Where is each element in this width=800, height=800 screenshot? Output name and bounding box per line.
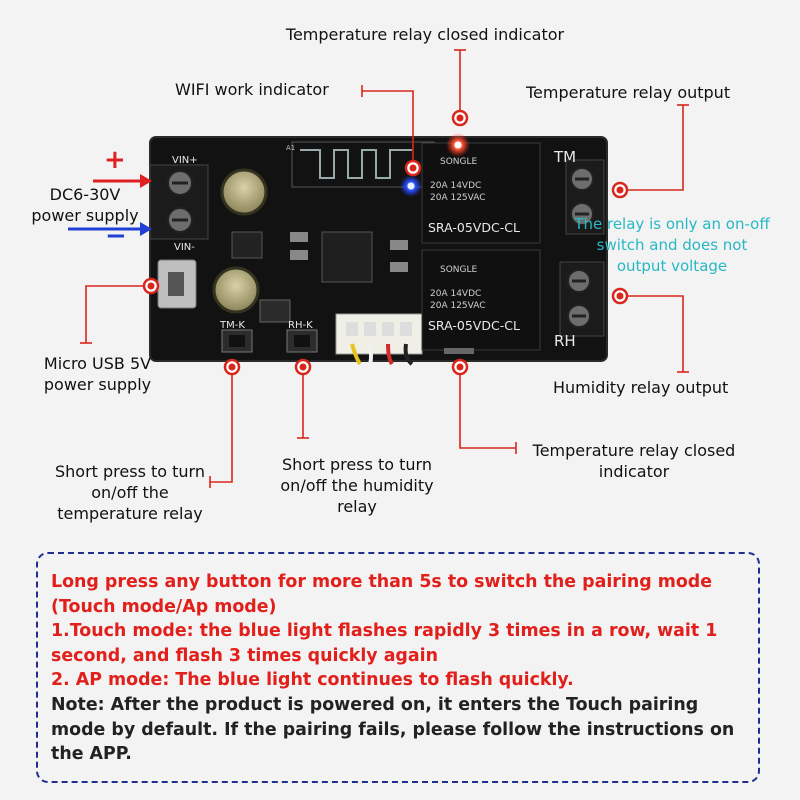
polarity-arrows [68,174,152,236]
label-dc-power: DC6-30V power supply [31,185,139,225]
silk-tm-k: TM-K [219,320,245,331]
rh-k-button [286,329,318,353]
relay-bottom-model: SRA-05VDC-CL [428,318,520,333]
minus-sign: − [105,221,127,251]
label-temp-relay-closed-bottom: Temperature relay closed indicator [532,441,736,481]
silk-a1: A1 [286,144,295,152]
note-line-3: 2. AP mode: The blue light continues to … [51,670,574,691]
wifi-led [407,182,415,190]
silk-tm: TM [553,148,576,166]
sensor-connector [335,313,423,366]
silk-vin-minus: VIN- [174,242,195,253]
relay-top-rating2: 20A 125VAC [430,193,486,203]
relay-top-rating1: 20A 14VDC [430,181,481,191]
capacitor-top [220,168,268,216]
capacitor-bottom [212,266,260,314]
temp-relay-led [454,141,462,149]
silk-vin-plus: VIN+ [172,155,198,166]
vin-terminal [149,164,209,240]
ic-chip [321,231,373,283]
relay-bottom-rating2: 20A 125VAC [430,301,486,311]
callout-lines [80,49,689,488]
relay-temperature: SONGLE 20A 14VDC 20A 125VAC SRA-05VDC-CL [421,142,541,244]
tm-k-button [221,329,253,353]
label-temp-relay-output: Temperature relay output [526,83,731,102]
relay-note: The relay is only an on-off switch and d… [574,215,770,275]
note-line-4: Note: After the product is powered on, i… [51,694,735,765]
note-line-2: 1.Touch mode: the blue light flashes rap… [51,621,718,666]
label-micro-usb: Micro USB 5V power supply [43,354,152,394]
plus-sign: + [104,145,126,175]
relay-humidity: SONGLE 20A 14VDC 20A 125VAC SRA-05VDC-CL [421,249,541,351]
instructions-box: Long press any button for more than 5s t… [36,552,760,783]
label-temp-relay-closed-top: Temperature relay closed indicator [285,25,565,44]
relay-bottom-brand: SONGLE [440,265,478,275]
callout-dots [142,109,629,376]
label-rh-button: Short press to turn on/off the humidity … [280,455,434,516]
label-humidity-relay-output: Humidity relay output [553,378,729,397]
relay-bottom-rating1: 20A 14VDC [430,289,481,299]
rh-output-terminal [559,261,605,337]
label-tm-button: Short press to turn on/off the temperatu… [54,462,205,523]
micro-usb-port [157,259,197,309]
silk-rh: RH [554,332,576,350]
relay-top-brand: SONGLE [440,157,478,167]
silk-rh-k: RH-K [288,320,313,331]
label-wifi-indicator: WIFI work indicator [175,80,329,99]
tm-output-terminal [565,159,605,235]
relay-top-model: SRA-05VDC-CL [428,220,520,235]
note-line-1: Long press any button for more than 5s t… [51,572,713,617]
